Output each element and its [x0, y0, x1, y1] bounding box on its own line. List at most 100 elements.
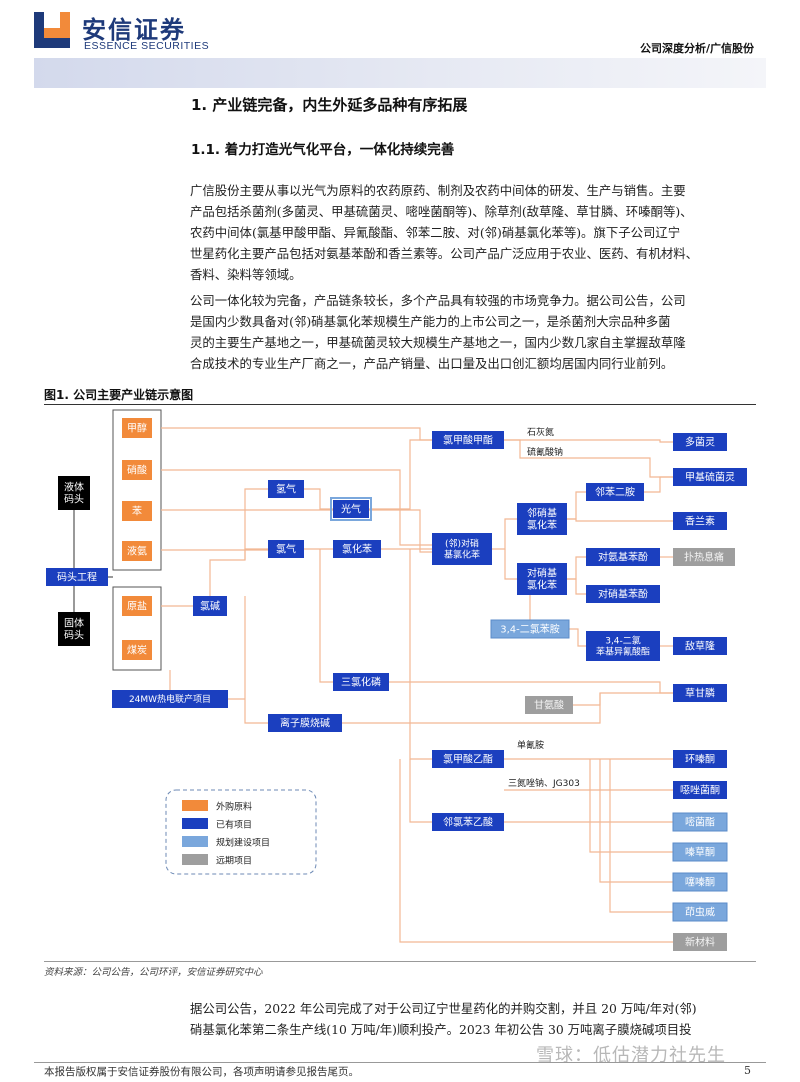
node-box [586, 548, 660, 566]
node-methanol: 甲醇 [122, 418, 152, 438]
diagram-edge [599, 759, 673, 883]
node-box [673, 933, 727, 951]
node-box [673, 750, 727, 768]
node-box [122, 460, 152, 480]
node-label: 苯基异氰酸酯 [596, 646, 650, 658]
node-label: 多菌灵 [685, 436, 715, 449]
diagram-nodes: 液体码头固体码头码头工程甲醇硝酸苯液氨原盐煤炭氯碱24MW热电联产项目氢气氯气光… [46, 418, 747, 951]
node-herbicide2: 噻嗪酮 [672, 872, 728, 892]
node-glycine: 甘氨酸 [525, 696, 573, 714]
diagram-edge [589, 759, 673, 853]
paragraph-line: 世星药化主要产品包括对氨基苯酚和香兰素等。公司产品广泛应用于农业、医药、有机材料… [190, 246, 699, 261]
paragraph-line: 灵的主要生产基地之一，甲基硫菌灵较大规模生产基地之一，国内少数几家自主掌握敌草隆 [190, 335, 686, 350]
node-box [432, 813, 504, 831]
paragraph-line: 硝基氯化苯第二条生产线(10 万吨/年)顺利投产。2023 年初公告 30 万吨… [190, 1022, 692, 1037]
legend-label: 远期项目 [216, 856, 252, 867]
node-box [490, 619, 570, 639]
diagram-edge [244, 596, 268, 724]
node-label: 环嗪酮 [685, 753, 715, 766]
paragraph-3: 据公司公告，2022 年公司完成了对于公司辽宁世星药化的并购交割，并且 20 万… [190, 998, 756, 1040]
node-box [112, 690, 228, 708]
node-hydrogen: 氢气 [268, 480, 304, 498]
node-label: 氯甲酸乙酯 [443, 753, 493, 766]
diagram-edge [209, 488, 268, 596]
edge-label: 三氮唑钠、JG303 [508, 777, 580, 789]
phosgene-highlight [330, 497, 372, 521]
node-label: 3,4-二氯 [605, 635, 641, 647]
node-herbicide1: 嗪草酮 [672, 842, 728, 862]
header-bar [34, 58, 766, 88]
node-box [122, 418, 152, 438]
legend-swatch [182, 800, 208, 811]
node-nitric-acid: 硝酸 [122, 460, 152, 480]
node-box [122, 541, 152, 561]
node-box [586, 585, 660, 603]
node-label: 甲基硫菌灵 [685, 471, 735, 484]
node-label: 对氨基苯酚 [598, 551, 648, 564]
paragraph-line: 是国内少数具备对(邻)硝基氯化苯规模生产能力的上市公司之一，是杀菌剂大宗品种多菌 [190, 314, 671, 329]
raw-material-group-2 [112, 586, 162, 671]
paragraph-line: 广信股份主要从事以光气为原料的农药原药、制剂及农药中间体的研发、生产与销售。主要 [190, 183, 686, 198]
figure-top-rule [44, 404, 756, 405]
node-label: 新材料 [685, 936, 715, 949]
node-chlorobenzene: 氯化苯 [333, 540, 381, 558]
node-box [586, 483, 644, 501]
node-pyraclostrobin: 嘧菌酯 [672, 812, 728, 832]
node-label: 噁唑菌酮 [680, 784, 720, 797]
company-name-cn: 安信证券 [82, 16, 186, 44]
edge-label: 单氰胺 [517, 739, 544, 751]
node-chlorine: 氯气 [268, 540, 304, 558]
diagram-edge [644, 476, 673, 493]
node-box [672, 872, 728, 892]
diagram-edge [567, 518, 673, 522]
node-box [517, 503, 567, 535]
node-thiophanate-methyl: 甲基硫菌灵 [673, 468, 747, 486]
watermark: 雪球：低估潜力社先生 [536, 1045, 726, 1066]
diagram-edge [409, 549, 432, 760]
node-p-aminophenol: 对氨基苯酚 [586, 548, 660, 566]
diagram-edges [73, 409, 673, 943]
node-dichloroaniline: 3,4-二氯苯胺 [490, 619, 570, 639]
node-box [268, 714, 342, 732]
node-label: 煤炭 [127, 644, 147, 657]
legend-label: 外购原料 [216, 801, 252, 813]
node-pcl3: 三氯化磷 [333, 673, 389, 691]
node-label: 码头 [64, 494, 84, 506]
node-label: 苯 [132, 505, 142, 518]
figure-bottom-rule [44, 961, 756, 962]
node-box [673, 637, 727, 655]
company-name-en: ESSENCE SECURITIES [84, 40, 210, 52]
node-box [193, 596, 227, 616]
node-label: 邻苯二胺 [595, 486, 635, 499]
node-box [333, 500, 369, 518]
node-label: 基氯化苯 [444, 549, 480, 561]
paragraph-1: 广信股份主要从事以光气为原料的农药原药、制剂及农药中间体的研发、生产与销售。主要… [190, 180, 756, 285]
figure-title: 图1. 公司主要产业链示意图 [44, 388, 194, 402]
diagram-edge [409, 759, 432, 823]
node-box [673, 512, 727, 530]
node-label: 氯化苯 [527, 579, 557, 592]
node-box [673, 433, 727, 451]
node-label: 邻硝基 [527, 507, 557, 520]
node-power-project: 24MW热电联产项目 [112, 690, 228, 708]
diagram-edge [609, 759, 673, 913]
footer-rule [34, 1062, 766, 1063]
diagram-edge [399, 759, 673, 943]
node-fenamidone: 噁唑菌酮 [673, 781, 727, 799]
diagram-edge [492, 518, 517, 550]
legend-swatch [182, 854, 208, 865]
node-new-material: 新材料 [673, 933, 727, 951]
node-box [432, 431, 504, 449]
paragraph-line: 产品包括杀菌剂(多菌灵、甲基硫菌灵、嘧唑菌酮等)、除草剂(敌草隆、草甘膦、环嗪酮… [190, 204, 693, 219]
node-label: 氯气 [276, 543, 296, 556]
node-box [672, 812, 728, 832]
node-label: 液氨 [127, 545, 147, 558]
node-label: 硝酸 [127, 464, 147, 477]
node-label: 噻嗪酮 [685, 876, 715, 889]
